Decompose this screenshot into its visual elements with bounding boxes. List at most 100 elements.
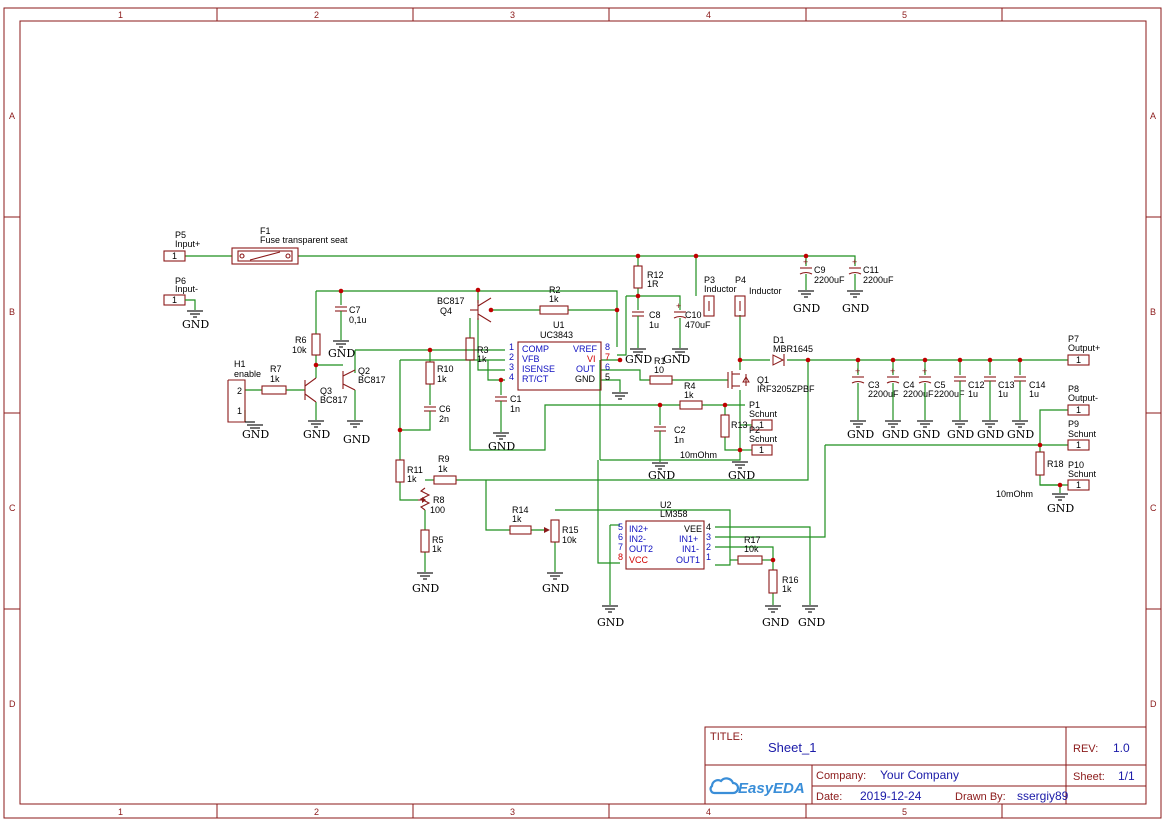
svg-text:GND: GND [542,582,569,595]
svg-text:VI: VI [587,354,596,364]
capacitor-c11[interactable]: + C11 2200uF [848,257,894,290]
svg-text:R17: R17 [744,535,761,545]
resistor-r9[interactable]: R9 1k [433,454,457,485]
svg-text:1: 1 [759,420,764,430]
svg-text:GND: GND [1007,428,1034,441]
svg-text:IN1+: IN1+ [679,534,698,544]
svg-text:2: 2 [706,542,711,552]
svg-text:C11: C11 [863,265,879,275]
connector-p6[interactable]: 1 P6 Input- [163,276,198,310]
svg-text:+: + [676,301,681,311]
capacitor-c10[interactable]: + C10 470uF [673,301,711,348]
resistor-r18[interactable]: R18 10mOhm [996,451,1064,499]
ic-u1-uc3843[interactable]: U1 UC3843 1 2 3 4 COMP VFB ISENSE RT/CT … [509,320,610,391]
resistor-r14[interactable]: R14 1k [509,505,532,535]
connector-p1[interactable]: 1 P1 Schunt [749,400,778,431]
zone-row-c: C [9,503,16,513]
resistor-r13[interactable]: R13 10mOhm [680,414,748,460]
resistor-r1[interactable]: R1 10 [649,356,673,385]
svg-text:C9: C9 [814,265,826,275]
zone-col-2b: 2 [314,807,319,817]
zone-col-1: 1 [118,10,123,20]
gnd-c11: GND [842,290,869,315]
svg-text:2200uF: 2200uF [934,389,965,399]
resistor-r2[interactable]: R2 1k [539,285,569,315]
capacitor-c5[interactable]: + C5 2200uF [918,366,965,420]
svg-text:GND: GND [412,582,439,595]
svg-text:P4: P4 [735,275,746,285]
svg-text:1k: 1k [512,514,522,524]
svg-text:1u: 1u [1029,389,1039,399]
capacitor-c13[interactable]: C13 1u [984,376,1015,420]
connector-p8[interactable]: 1 P8 Output- [1067,384,1098,416]
potentiometer-r8[interactable]: R8 100 [418,487,445,515]
zone-labels: 1 2 3 4 5 1 2 3 4 5 A B C D A B C D [9,10,1157,817]
svg-text:GND: GND [328,347,355,360]
svg-text:EasyEDA: EasyEDA [738,780,805,797]
potentiometer-r15[interactable]: R15 10k [544,519,579,545]
svg-text:C1: C1 [510,394,522,404]
capacitor-c14[interactable]: C14 1u [1014,376,1046,420]
svg-text:P5: P5 [175,230,186,240]
zone-row-c-r: C [1150,503,1157,513]
resistor-r6[interactable]: R6 10k [292,333,321,356]
resistor-r11[interactable]: R11 1k [395,459,423,484]
gnd-c5: GND [913,420,940,441]
title-block: TITLE: Sheet_1 REV: 1.0 Company: Your Co… [704,726,1147,805]
gnd-c7: GND [328,340,355,360]
transistor-q2[interactable]: Q2 BC817 [342,366,386,391]
capacitor-c3[interactable]: + C3 2200uF [851,366,899,420]
ground-symbols: GND GND GND GND GND GND GND GND GND GND … [182,290,1074,629]
capacitor-c9[interactable]: + C9 2200uF [799,257,845,290]
svg-text:GND: GND [1047,502,1074,515]
svg-text:3: 3 [509,362,514,372]
fuse-f1[interactable]: F1 Fuse transparent seat [231,226,348,265]
date-value: 2019-12-24 [860,789,922,803]
svg-text:C2: C2 [674,425,686,435]
svg-text:4: 4 [509,372,514,382]
ic-u2-lm358[interactable]: U2 LM358 5 6 7 8 IN2+ IN2- OUT2 VCC VEE … [618,500,711,570]
svg-text:Output+: Output+ [1068,343,1100,353]
transistor-q3[interactable]: Q3 BC817 [304,377,348,405]
company-label: Company: [816,770,866,782]
resistor-r3[interactable]: R3 1k [465,337,489,364]
resistor-r7[interactable]: R7 1k [261,364,287,395]
capacitor-c4[interactable]: + C4 2200uF [886,366,934,420]
zone-col-4b: 4 [706,807,711,817]
mosfet-q1[interactable]: Q1 IRF3205ZPBF [727,371,815,394]
capacitor-c2[interactable]: C2 1n [654,425,686,462]
transistor-q4[interactable]: BC817 Q4 [437,296,492,323]
resistor-r4[interactable]: R4 1k [679,381,703,410]
capacitor-c7[interactable]: C7 0,1u [335,305,367,325]
zone-col-4: 4 [706,10,711,20]
connector-p2[interactable]: 1 P2 Schunt [749,425,778,456]
diode-d1[interactable]: D1 MBR1645 [772,335,813,366]
svg-text:Schunt: Schunt [749,409,778,419]
zone-row-d-r: D [1150,699,1157,709]
svg-text:R13: R13 [731,420,748,430]
resistor-r17[interactable]: R17 10k [737,535,763,565]
resistor-r10[interactable]: R10 1k [425,361,454,385]
inductor-pad-p3[interactable]: P3 Inductor [703,275,737,317]
capacitor-c6[interactable]: C6 2n [424,404,451,424]
svg-text:OUT: OUT [576,364,596,374]
capacitor-c1[interactable]: C1 1n [495,394,522,432]
svg-text:2200uF: 2200uF [863,275,894,285]
sheet-title: Sheet_1 [768,740,816,755]
drawn-by-label: Drawn By: [955,791,1006,803]
zone-row-b-r: B [1150,307,1156,317]
resistor-r5[interactable]: R5 1k [420,529,444,554]
inductor-pad-p4[interactable]: P4 Inductor [734,275,782,317]
connector-p10[interactable]: 1 P10 Schunt [1067,460,1097,491]
capacitor-c12[interactable]: C12 1u [954,376,985,420]
connector-p7[interactable]: 1 P7 Output+ [1067,334,1100,366]
resistor-r16[interactable]: R16 1k [768,569,799,594]
svg-text:R1: R1 [654,356,666,366]
resistor-r12[interactable]: R12 1R [633,265,664,289]
connector-p5[interactable]: 1 P5 Input+ [163,230,200,262]
svg-text:VCC: VCC [629,555,649,565]
svg-text:2n: 2n [439,414,449,424]
svg-text:GND: GND [977,428,1004,441]
connector-p9[interactable]: 1 P9 Schunt [1067,419,1097,451]
capacitor-c8[interactable]: C8 1u [632,310,661,348]
